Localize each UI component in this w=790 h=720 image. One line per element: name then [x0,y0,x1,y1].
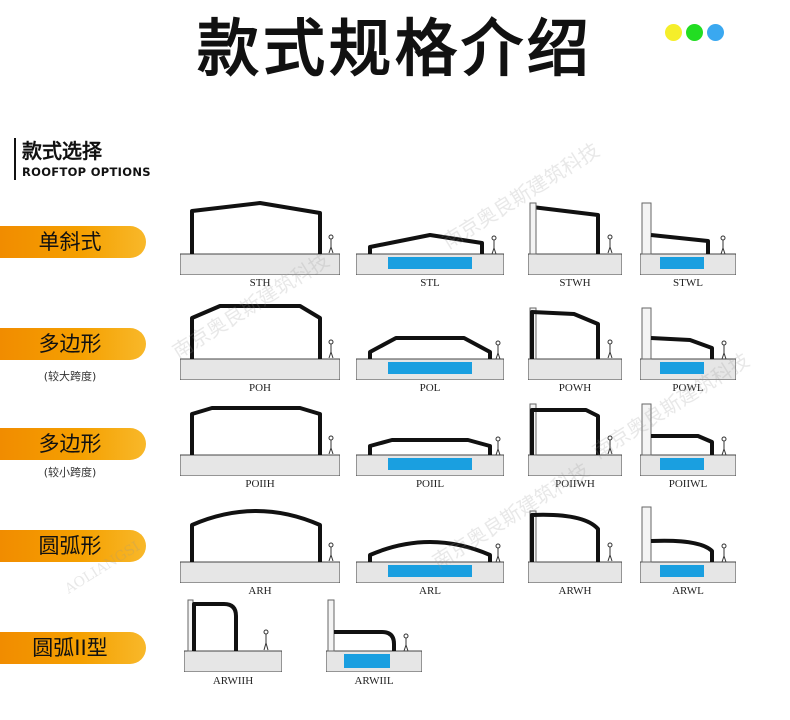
model-label: ARWH [558,585,592,597]
color-dots [665,24,724,41]
model-label: POIIWH [555,478,595,490]
model-label: ARWL [672,585,704,597]
diagram-poiih: POIIH [180,396,340,494]
diagram-arwh: ARWH [528,503,622,601]
category-tab-polygon-small[interactable]: 多边形 [0,428,146,460]
model-label: POH [248,382,271,394]
main-title: 款式规格介绍 [196,12,593,85]
model-label: ARL [419,585,441,597]
diagram-arl: ARL [356,503,504,601]
diagram-sth: STH [180,195,340,293]
section-heading: 款式选择 ROOFTOP OPTIONS [14,138,151,180]
model-label: ARWIIL [354,675,394,687]
category-tab-arc[interactable]: 圆弧形 [0,530,146,562]
model-label: ARH [248,585,272,597]
model-label: POIIL [415,478,445,490]
category-label: 圆弧形 [38,534,102,558]
section-title-en: ROOFTOP OPTIONS [22,165,151,179]
category-tab-single-slope[interactable]: 单斜式 [0,226,146,258]
diagram-poiiwl: POIIWL [640,396,736,494]
category-label: 多边形 [38,432,102,456]
model-label: POWL [672,382,704,394]
blue-dot-icon [707,24,724,41]
category-label: 单斜式 [38,230,102,254]
model-label: STWH [559,277,591,289]
diagram-arwl: ARWL [640,503,736,601]
model-label: STH [249,277,271,289]
diagram-stwh: STWH [528,195,622,293]
category-tab-polygon-large[interactable]: 多边形 [0,328,146,360]
diagram-poiiwh: POIIWH [528,396,622,494]
model-label: STWL [673,277,703,289]
diagram-stwl: STWL [640,195,736,293]
diagram-powl: POWL [640,300,736,398]
category-note: (较大跨度) [43,370,97,383]
model-label: POWH [558,382,592,394]
section-title-zh: 款式选择 [22,139,102,163]
category-note: (较小跨度) [43,466,97,479]
diagram-poiil: POIIL [356,396,504,494]
diagram-powh: POWH [528,300,622,398]
diagram-pol: POL [356,300,504,398]
category-tab-arc-ii[interactable]: 圆弧II型 [0,632,146,664]
model-label: POIIH [245,478,275,490]
diagram-arwiih: ARWIIH [184,592,282,692]
model-label: ARWIIH [212,675,254,687]
category-label: 圆弧II型 [32,636,108,660]
diagram-poh: POH [180,300,340,398]
diagram-arh: ARH [180,503,340,601]
category-label: 多边形 [38,332,102,356]
diagram-arwiil: ARWIIL [326,592,422,692]
green-dot-icon [686,24,703,41]
model-label: POIIWL [668,478,708,490]
model-label: POL [419,382,441,394]
diagram-stl: STL [356,195,504,293]
yellow-dot-icon [665,24,682,41]
model-label: STL [420,277,440,289]
